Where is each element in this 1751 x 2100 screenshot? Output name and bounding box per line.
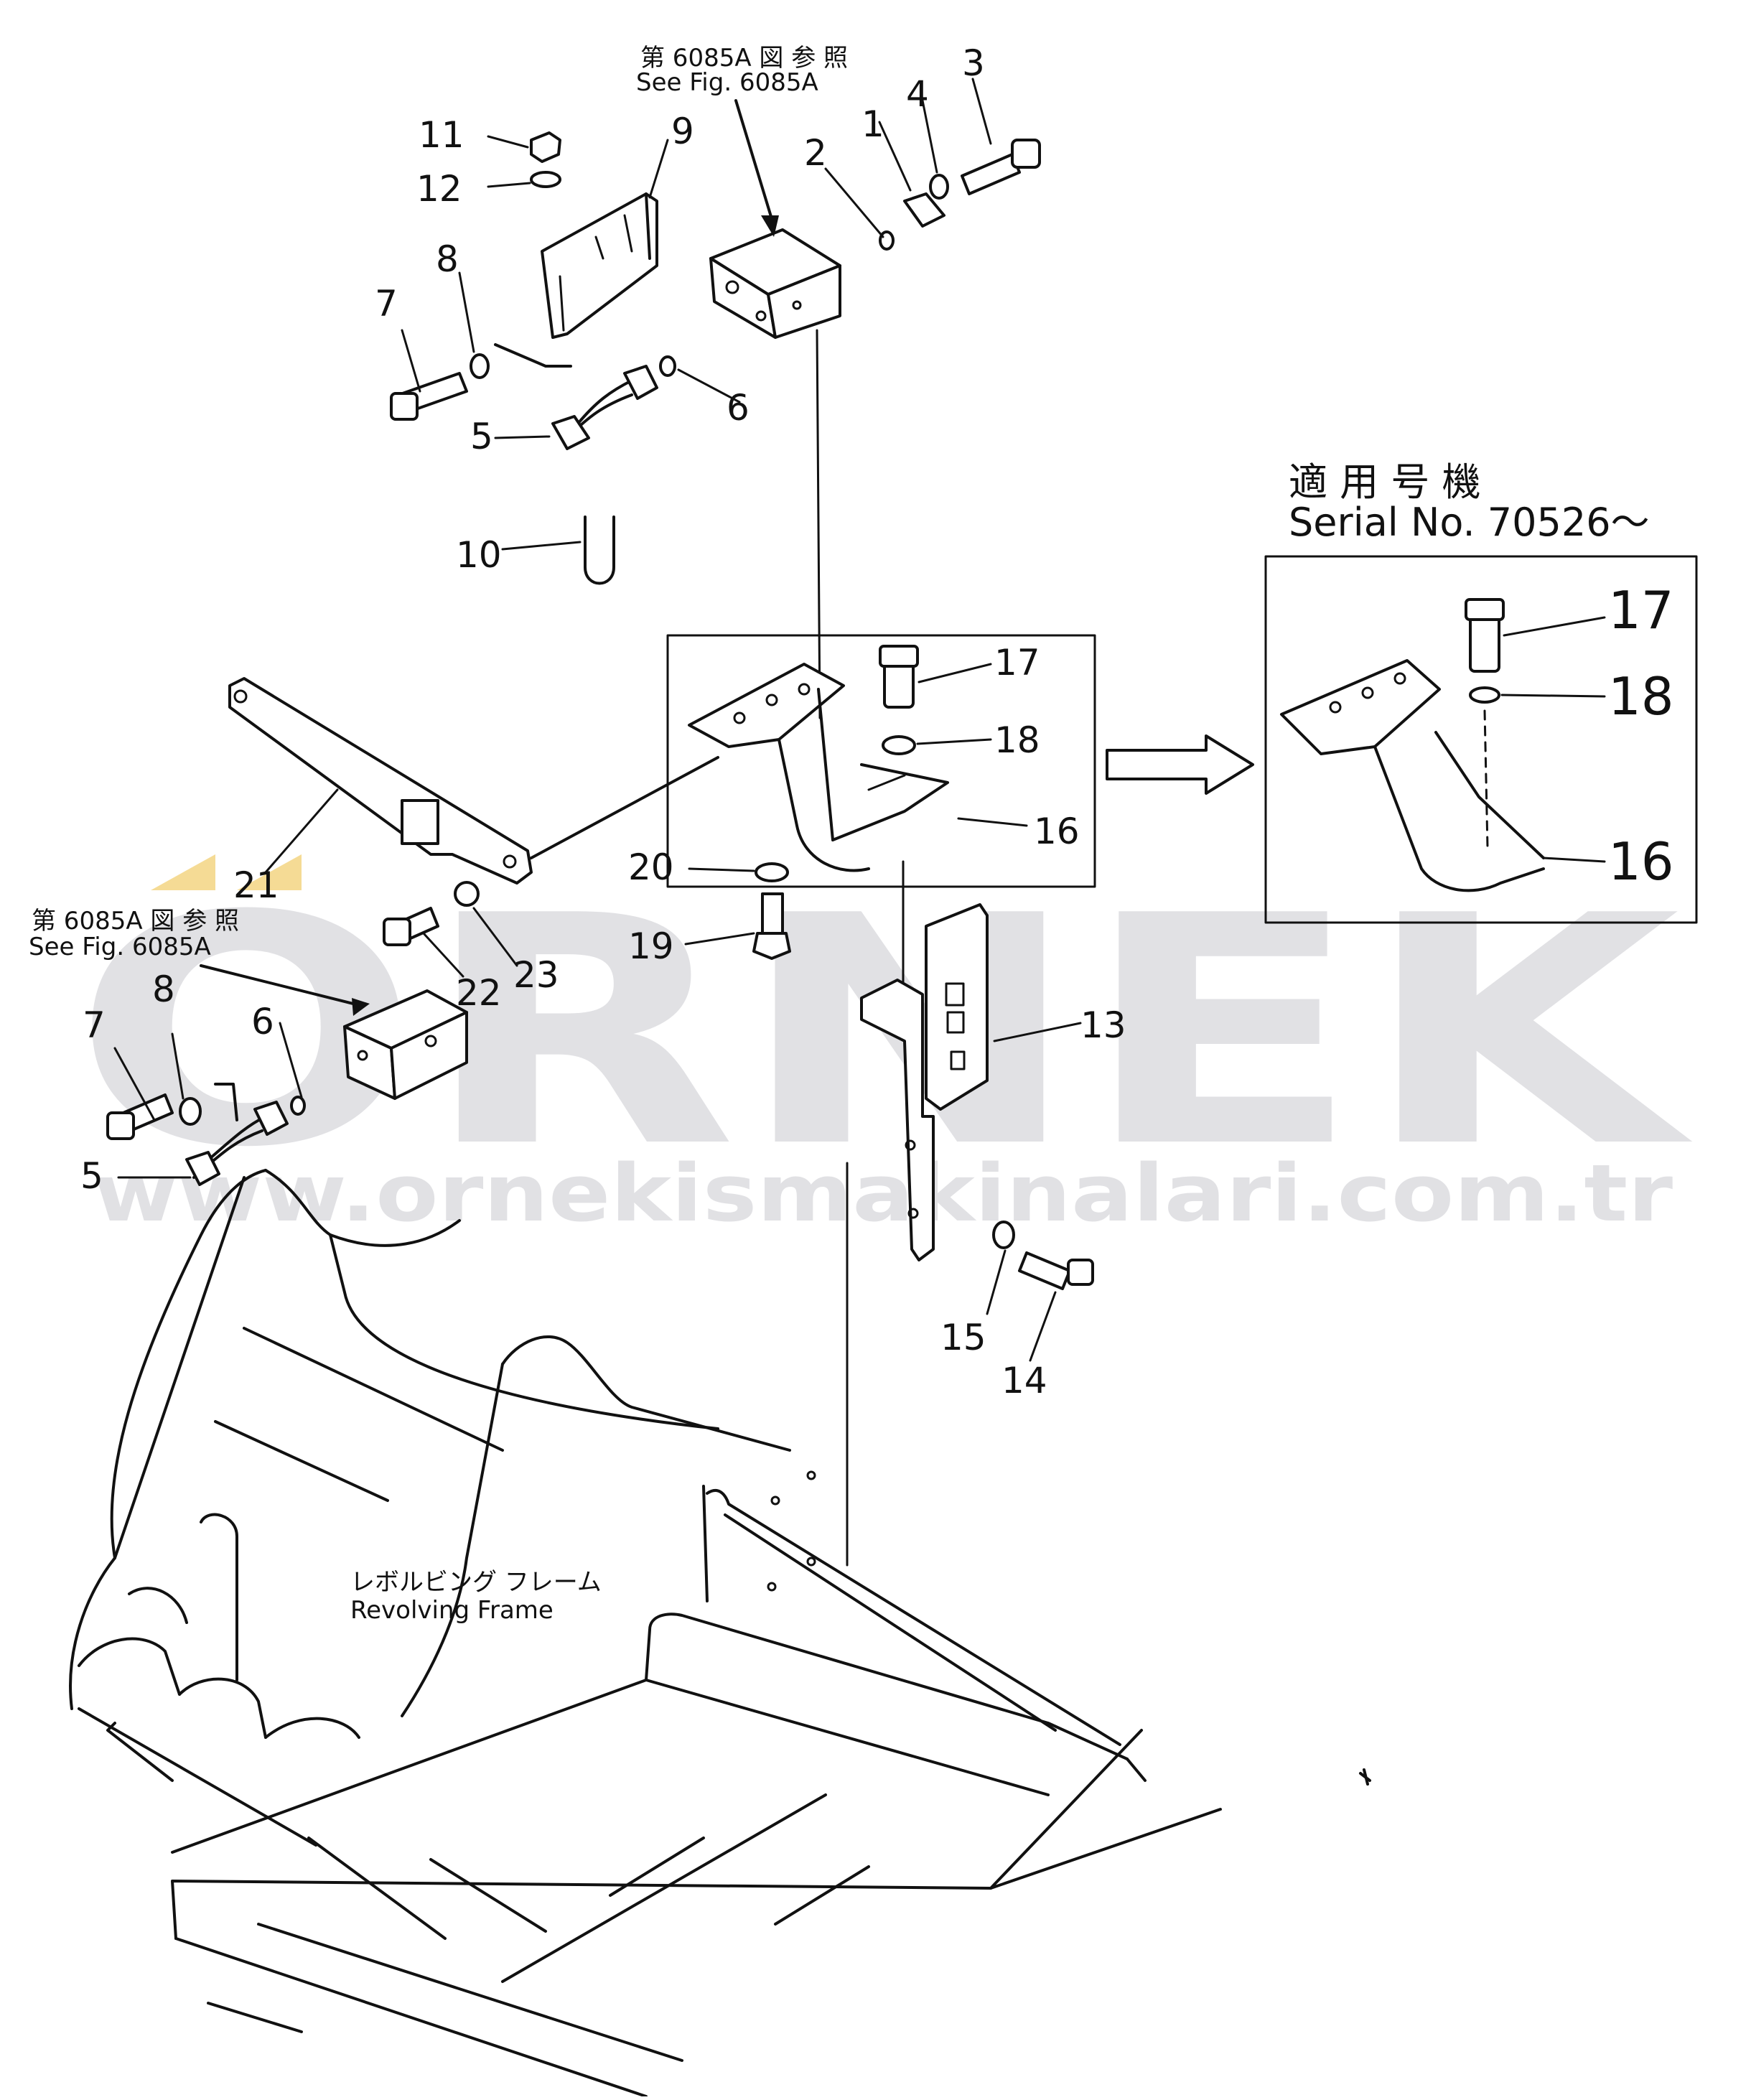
callout-18: 18 <box>994 719 1040 761</box>
callout-20: 20 <box>628 846 674 888</box>
valve-block-top <box>709 99 841 339</box>
guide-line-1 <box>816 329 821 719</box>
callout-7: 7 <box>375 283 398 325</box>
callouts: 1 2 3 4 5 6 7 8 9 10 11 12 13 14 15 16 1… <box>80 42 1674 1401</box>
arrow-to-inset <box>1106 734 1254 795</box>
hose-assembly-top <box>390 131 676 585</box>
callout-23: 23 <box>513 954 559 996</box>
callout-3: 3 <box>962 42 985 84</box>
detail-box-center <box>666 634 1096 888</box>
callout-inset-16: 16 <box>1608 831 1674 892</box>
watermark-accent <box>151 854 215 890</box>
callout-16: 16 <box>1034 811 1080 852</box>
plate-bracket-13 <box>860 903 1094 1290</box>
callout-21: 21 <box>233 864 279 906</box>
callout-2: 2 <box>804 132 827 174</box>
ref-note-top-en: See Fig. 6085A <box>636 68 818 97</box>
callout-left-7: 7 <box>83 1004 106 1046</box>
revolving-frame <box>69 1169 1222 2098</box>
beam-21 <box>228 677 719 885</box>
callout-4: 4 <box>906 73 929 115</box>
callout-6: 6 <box>727 387 750 429</box>
inset-box <box>1264 555 1698 924</box>
hose-assembly-bottom <box>106 881 480 1186</box>
callout-22: 22 <box>456 972 502 1014</box>
callout-left-8: 8 <box>152 969 175 1010</box>
callout-inset-18: 18 <box>1608 666 1674 727</box>
callout-11: 11 <box>419 114 464 156</box>
callout-1: 1 <box>862 103 884 145</box>
callout-13: 13 <box>1080 1004 1126 1046</box>
serial-note-en: Serial No. 70526～ <box>1289 500 1650 545</box>
ref-note-left-jp: 第 6085A 図 参 照 <box>32 907 239 935</box>
watermark-accent-2 <box>237 854 302 890</box>
ref-note-left-en: See Fig. 6085A <box>29 933 211 961</box>
callout-inset-17: 17 <box>1608 580 1674 640</box>
watermark-url: www.ornekismakinalari.com.tr <box>93 1147 1673 1239</box>
bracket-16 <box>688 645 949 872</box>
callout-14: 14 <box>1001 1360 1047 1401</box>
callout-left-6: 6 <box>251 1001 274 1042</box>
bolt-19 <box>752 862 791 960</box>
callout-10: 10 <box>456 534 502 576</box>
callout-left-5: 5 <box>80 1155 103 1197</box>
bracket-9 <box>541 192 658 339</box>
stray-mark <box>1359 1768 1371 1786</box>
watermark: ORNEK www.ornekismakinalari.com.tr <box>72 849 1696 1239</box>
inset-bracket <box>1280 598 1545 892</box>
callout-19: 19 <box>628 925 674 967</box>
callout-12: 12 <box>416 168 462 210</box>
callout-15: 15 <box>940 1317 986 1358</box>
callout-17: 17 <box>994 642 1040 683</box>
fitting-top <box>879 139 1041 251</box>
leader-lines <box>113 78 1606 1362</box>
callout-8: 8 <box>436 238 459 280</box>
serial-note-jp: 適 用 号 機 <box>1289 459 1481 505</box>
callout-9: 9 <box>671 111 694 152</box>
ref-note-top-jp: 第 6085A 図 参 照 <box>640 44 848 73</box>
callout-5: 5 <box>470 416 493 457</box>
frame-label-jp: レボルビング フレーム <box>350 1568 602 1597</box>
valve-block-bottom <box>200 964 468 1100</box>
watermark-logo: ORNEK <box>72 849 1696 1216</box>
